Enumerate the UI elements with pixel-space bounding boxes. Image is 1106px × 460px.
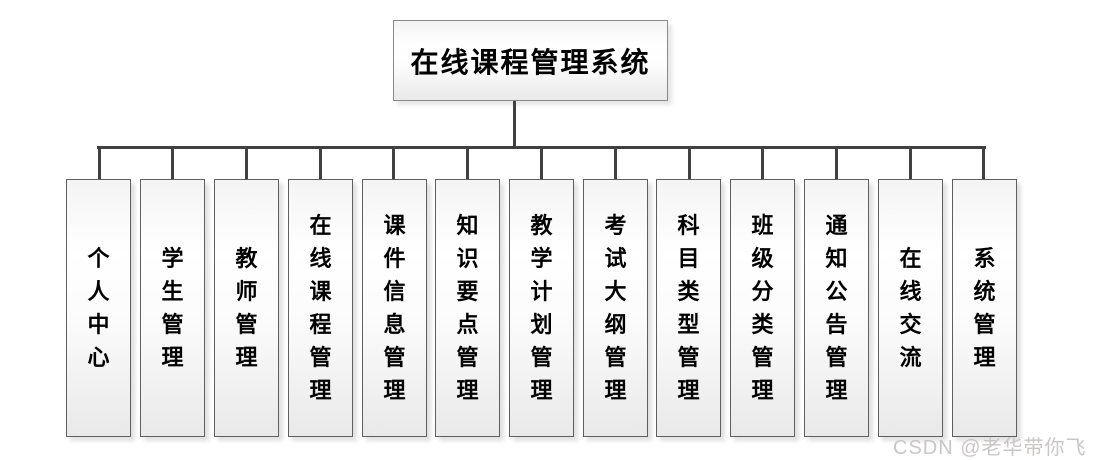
connector-stub-12 <box>909 146 912 180</box>
connector-stub-13 <box>982 146 985 180</box>
connector-stub-6 <box>466 146 469 180</box>
node-knowledge-points-management: 知识要点管理 <box>435 179 500 437</box>
node-label: 教学计划管理 <box>530 213 553 403</box>
node-label: 考试大纲管理 <box>604 213 627 403</box>
connector-stub-3 <box>245 146 248 180</box>
connector-stub-1 <box>98 146 101 180</box>
connector-trunk <box>513 101 516 147</box>
node-exam-outline-management: 考试大纲管理 <box>583 179 648 437</box>
connector-stub-4 <box>319 146 322 180</box>
connector-stub-2 <box>171 146 174 180</box>
node-personal-center: 个人中心 <box>66 179 131 437</box>
node-label: 在线交流 <box>899 246 922 370</box>
connector-stub-5 <box>392 146 395 180</box>
root-node: 在线课程管理系统 <box>393 20 668 101</box>
node-teacher-management: 教师管理 <box>214 179 279 437</box>
node-online-course-management: 在线课程管理 <box>288 179 353 437</box>
node-label: 知识要点管理 <box>456 213 479 403</box>
node-teaching-plan-management: 教学计划管理 <box>509 179 574 437</box>
node-label: 通知公告管理 <box>825 213 848 403</box>
node-system-management: 系统管理 <box>952 179 1017 437</box>
node-courseware-info-management: 课件信息管理 <box>362 179 427 437</box>
node-student-management: 学生管理 <box>140 179 205 437</box>
connector-stub-10 <box>761 146 764 180</box>
node-label: 学生管理 <box>161 246 184 370</box>
node-label: 教师管理 <box>235 246 258 370</box>
node-label: 班级分类管理 <box>751 213 774 403</box>
node-label: 系统管理 <box>973 246 996 370</box>
node-notice-announcement-management: 通知公告管理 <box>804 179 869 437</box>
connector-stub-11 <box>835 146 838 180</box>
connector-stub-7 <box>540 146 543 180</box>
node-label: 个人中心 <box>87 246 110 370</box>
node-label: 科目类型管理 <box>677 213 700 403</box>
node-class-category-management: 班级分类管理 <box>730 179 795 437</box>
node-label: 课件信息管理 <box>383 213 406 403</box>
connector-stub-8 <box>614 146 617 180</box>
node-online-communication: 在线交流 <box>878 179 943 437</box>
connector-stub-9 <box>688 146 691 180</box>
csdn-watermark: CSDN @老华带你飞 <box>893 437 1087 459</box>
node-label: 在线课程管理 <box>309 213 332 403</box>
root-node-label: 在线课程管理系统 <box>410 46 651 78</box>
node-subject-type-management: 科目类型管理 <box>656 179 721 437</box>
